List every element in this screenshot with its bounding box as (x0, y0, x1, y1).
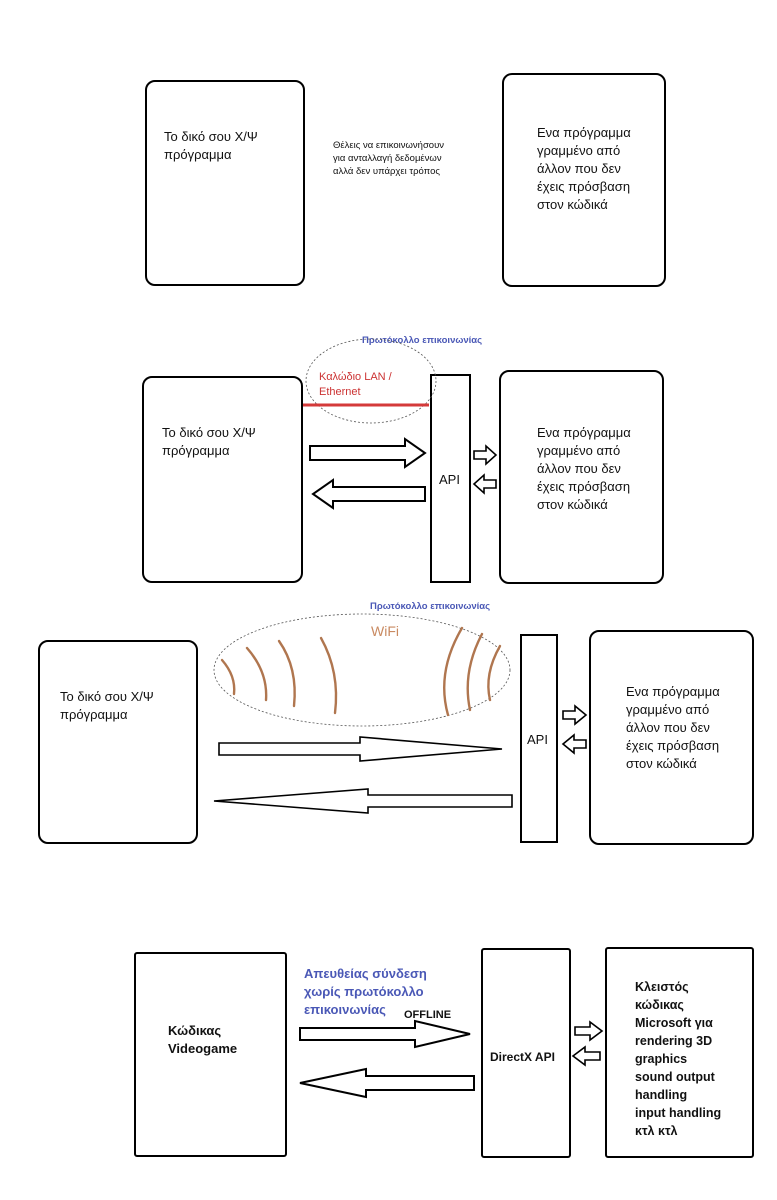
p4-videogame-box (134, 952, 287, 1157)
wifi-wave (245, 646, 268, 702)
wifi-wave (487, 644, 502, 702)
p2-arrow-to-api (309, 437, 427, 469)
p4-right-line: handling (635, 1088, 688, 1102)
p4-right-line: Microsoft για (635, 1016, 713, 1030)
p4-offline-label: OFFLINE (404, 1009, 452, 1021)
p3-left-line: Το δικό σου Χ/Ψ (60, 689, 154, 704)
p1-middle-note: Θέλεις να επικοινωνήσουν για ανταλλαγή δ… (333, 139, 444, 178)
p2-right-line: γραμμένο από (537, 443, 621, 458)
p2-api-box (430, 374, 471, 583)
p2-protocol-label: Πρωτόκολλο επικοινωνίας (362, 335, 483, 346)
p4-right-line: input handling (635, 1106, 722, 1120)
p2-api-label: API (439, 472, 460, 487)
p4-directx-api-box (481, 948, 571, 1158)
wifi-waves-left (220, 636, 338, 715)
wifi-wave (220, 658, 236, 696)
p2-own-program-label: Το δικό σου Χ/Ψ πρόγραμμα (162, 424, 256, 460)
p4-right-line: sound output (635, 1070, 715, 1084)
wifi-waves-right (443, 626, 502, 717)
p4-directx-api-label: DirectX API (490, 1050, 555, 1064)
p2-third-party-label: Ενα πρόγραμμα γραμμένο από άλλον που δεν… (537, 424, 631, 514)
p3-api-label: API (527, 732, 548, 747)
p4-videogame-label: Κώδικας Videogame (168, 1022, 237, 1058)
p4-right-line: κώδικας (635, 998, 684, 1012)
p3-api-box (520, 634, 558, 843)
p1-right-line: έχεις πρόσβαση (537, 179, 631, 194)
p2-small-arrow-right (473, 444, 498, 466)
p4-small-arrow-left (571, 1045, 601, 1067)
wifi-wave (443, 626, 464, 717)
p3-protocol-label: Πρωτόκολλο επικοινωνίας (370, 601, 491, 612)
p2-cable-line: Ethernet (319, 386, 361, 398)
p4-right-line: graphics (635, 1052, 688, 1066)
p4-arrow-to-directx (299, 1019, 471, 1049)
p4-right-line: Κλειστός (635, 980, 689, 994)
p2-protocol-ellipse (305, 338, 437, 424)
p2-right-line: Ενα πρόγραμμα (537, 425, 631, 440)
p4-right-line: κτλ κτλ (635, 1124, 678, 1138)
p4-right-line: rendering 3D (635, 1034, 713, 1048)
p4-microsoft-box (605, 947, 754, 1158)
p3-arrow-to-api (218, 736, 503, 762)
p4-connection-line: επικοινωνίας (304, 1002, 386, 1017)
p3-left-line: πρόγραμμα (60, 707, 128, 722)
p3-own-program-box (38, 640, 198, 844)
p3-third-party-label: Ενα πρόγραμμα γραμμένο από άλλον που δεν… (626, 683, 720, 773)
p2-third-party-box (499, 370, 664, 584)
p4-connection-label: Απευθείας σύνδεση χωρίς πρωτόκολλο επικο… (304, 965, 427, 1019)
p1-third-party-label: Ενα πρόγραμμα γραμμένο από άλλον που δεν… (537, 124, 631, 214)
p3-wifi-label: WiFi (371, 623, 399, 639)
wifi-wave (466, 632, 484, 712)
p3-right-line: Ενα πρόγραμμα (626, 684, 720, 699)
p2-small-arrow-left (472, 473, 497, 495)
p3-own-program-label: Το δικό σου Χ/Ψ πρόγραμμα (60, 688, 154, 724)
p1-note-line: αλλά δεν υπάρχει τρόπος (333, 166, 440, 177)
p1-right-line: άλλον που δεν (537, 161, 621, 176)
p1-right-line: Ενα πρόγραμμα (537, 125, 631, 140)
p2-own-program-box (142, 376, 303, 583)
p2-left-line: Το δικό σου Χ/Ψ (162, 425, 256, 440)
p2-right-line: άλλον που δεν (537, 461, 621, 476)
p3-right-line: γραμμένο από (626, 702, 710, 717)
p2-arrow-from-api (311, 478, 426, 510)
p3-small-arrow-right (562, 704, 588, 726)
p1-own-program-box (145, 80, 305, 286)
p4-connection-line: χωρίς πρωτόκολλο (304, 984, 424, 999)
p1-note-line: Θέλεις να επικοινωνήσουν (333, 140, 445, 151)
p3-small-arrow-left (561, 733, 587, 755)
p4-small-arrow-right (574, 1020, 604, 1042)
p3-right-line: άλλον που δεν (626, 720, 710, 735)
wifi-wave (277, 639, 296, 708)
p4-arrow-from-directx (299, 1067, 475, 1099)
p1-note-line: για ανταλλαγή δεδομένων (333, 153, 442, 164)
p2-right-line: έχεις πρόσβαση (537, 479, 631, 494)
p3-wifi-ellipse (213, 613, 511, 727)
p1-right-line: γραμμένο από (537, 143, 621, 158)
p3-arrow-from-api (213, 788, 513, 814)
p3-right-line: στον κώδικά (626, 756, 697, 771)
p4-left-line: Videogame (168, 1041, 238, 1056)
p1-third-party-box (502, 73, 666, 287)
p2-left-line: πρόγραμμα (162, 443, 230, 458)
p4-connection-line: Απευθείας σύνδεση (304, 966, 427, 981)
p3-right-line: έχεις πρόσβαση (626, 738, 720, 753)
p4-microsoft-label: Κλειστός κώδικας Microsoft για rendering… (635, 978, 721, 1140)
p2-cable-line: Καλώδιο LAN / (319, 371, 392, 383)
p1-left-line: πρόγραμμα (164, 147, 232, 162)
p1-left-line: Το δικό σου Χ/Ψ (164, 129, 258, 144)
p1-right-line: στον κώδικά (537, 197, 608, 212)
p3-third-party-box (589, 630, 754, 845)
p2-cable-label: Καλώδιο LAN / Ethernet (319, 370, 392, 400)
p1-own-program-label: Το δικό σου Χ/Ψ πρόγραμμα (164, 128, 258, 164)
wifi-wave (319, 636, 338, 715)
p4-left-line: Κώδικας (168, 1023, 222, 1038)
p2-right-line: στον κώδικά (537, 497, 608, 512)
